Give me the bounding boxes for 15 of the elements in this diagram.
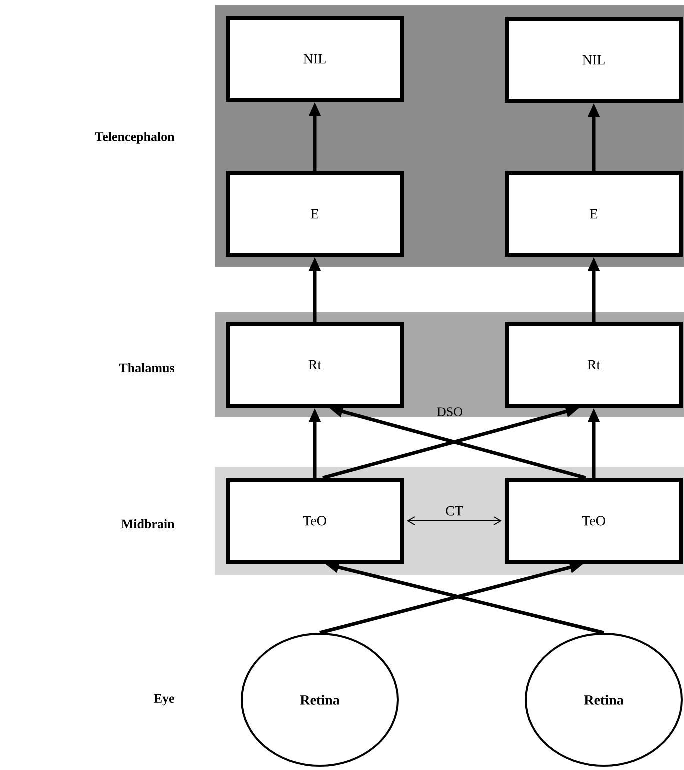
region-label: Eye [154,694,174,706]
region-label: Midbrain [122,519,175,529]
region-box: TeO [226,478,404,564]
region-box: Rt [226,322,404,408]
region-box: TeO [505,478,683,564]
region-box: E [226,171,404,257]
arrow [407,516,502,526]
edge-label: CT [446,506,464,516]
region-box: Rt [505,322,683,408]
region-label: Thalamus [119,363,174,373]
region-box: NIL [226,16,404,102]
region-label: Telencephalon [95,132,175,144]
region-box: NIL [505,17,683,103]
region-box: E [505,171,683,257]
cross-label: DSO [437,408,462,416]
